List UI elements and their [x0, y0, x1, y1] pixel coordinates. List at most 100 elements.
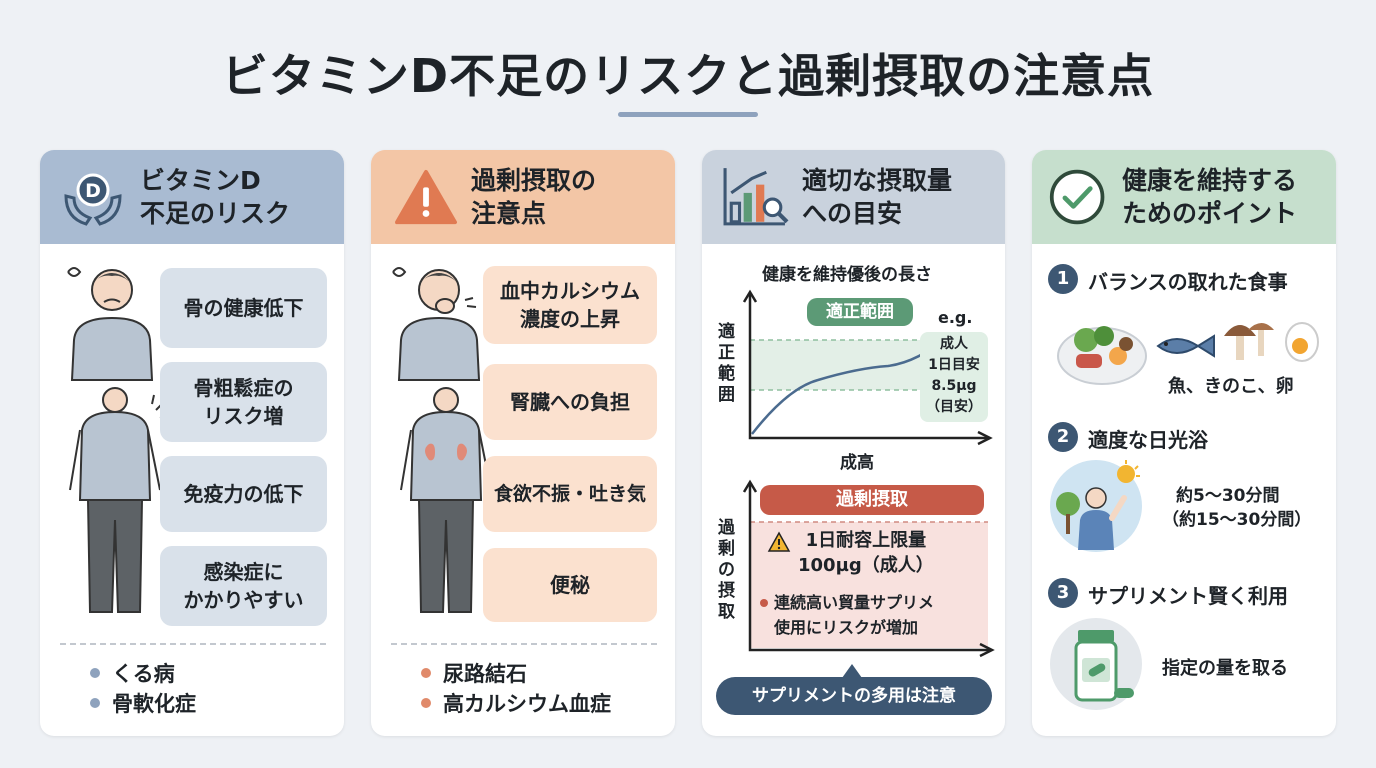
excess-constipation: 便秘 [483, 548, 657, 622]
chart-magnifier-icon [723, 168, 789, 226]
intake-note: 成人 1日目安 8.5µg （目安） [920, 332, 988, 422]
vitamin-d-hands-icon: D [64, 173, 122, 226]
upper-limit-line1: 1日耐容上限量 [805, 530, 927, 551]
bullet-dot [421, 698, 431, 708]
excess-nausea: 食欲不振・吐き気 [483, 456, 657, 532]
tip-caption: 指定の量を取る [1162, 658, 1288, 679]
tip-number: 1 [1048, 264, 1078, 294]
risk-infection-line2: かかりやすい [183, 588, 304, 612]
excess-header-tag: 過剰摂取 [760, 485, 984, 515]
bullet-dot [760, 598, 768, 607]
tips-panel: 健康を維持する ためのポイント 1 バランスの取れた食事 魚、きのこ、卵 2 適… [1032, 150, 1336, 736]
excess-nausea-label: 食欲不振・吐き気 [493, 483, 646, 505]
risk-bone-health: 骨の健康低下 [160, 268, 327, 348]
chart2-ylabel: 過剰の摂取 [718, 518, 735, 622]
egg-icon [1285, 322, 1319, 362]
excess-calcium: 血中カルシウム 濃度の上昇 [483, 266, 657, 344]
excess-title: 過剰摂取の 注意点 [471, 164, 596, 230]
nauseous-person-icon [392, 267, 481, 381]
tip-caption-line2: （約15〜30分間） [1162, 510, 1312, 530]
disease-item: くる病 [90, 658, 175, 688]
deficiency-title-line1: ビタミンD [140, 166, 261, 195]
risk-immunity-label: 免疫力の低下 [183, 482, 304, 506]
disease-label: くる病 [112, 662, 175, 686]
intake-title-line2: への目安 [802, 199, 903, 228]
excess-calcium-line2: 濃度の上昇 [520, 307, 620, 331]
excess-constipation-label: 便秘 [550, 573, 590, 597]
excess-kidney-label: 腎臓への負担 [510, 390, 630, 414]
upper-limit-text: 1日耐容上限量 100µg（成人） [798, 528, 934, 578]
risk-infection: 感染症に かかりやすい [160, 546, 327, 626]
chart2-plot [742, 479, 995, 658]
kidney-person-icon [400, 387, 492, 613]
tip-caption-line1: 約5〜30分間 [1176, 486, 1280, 506]
dizzy-person-icon [67, 267, 154, 381]
tips-title-line2: ためのポイント [1122, 199, 1298, 228]
intake-header: 適切な摂取量 への目安 [702, 150, 1005, 244]
excess-panel: 過剰摂取の 注意点 血中カルシウム 濃度の上昇 腎臓への負担 食欲不振・吐き気 … [371, 150, 675, 736]
intake-title-line1: 適切な摂取量 [802, 166, 953, 195]
note-line: 成人 [940, 336, 968, 352]
risk-osteoporosis-line1: 骨粗鬆症の [193, 376, 294, 400]
tip-label: サプリメント賢く利用 [1088, 584, 1288, 608]
disease-label: 骨軟化症 [112, 692, 196, 716]
tip-number: 3 [1048, 578, 1078, 608]
chart1-xlabel: 成高 [840, 453, 874, 473]
food-plate-icon [1057, 326, 1147, 385]
supplement-warning: 連続高い貿量サプリメ 使用にリスクが増加 [760, 590, 934, 640]
bullet-dot [90, 668, 100, 678]
note-line: 8.5µg [931, 378, 977, 394]
disease-item: 骨軟化症 [90, 688, 196, 718]
chart1-ylabel: 適正範囲 [718, 322, 735, 405]
page-title: ビタミンD不足のリスクと過剰摂取の注意点 [221, 49, 1155, 103]
disease-label: 高カルシウム血症 [443, 692, 611, 716]
back-pain-person-icon [69, 387, 170, 613]
supplement-bottle-icon [1050, 618, 1142, 710]
bullet-dot [421, 668, 431, 678]
warning-line2: 使用にリスクが増加 [774, 618, 919, 637]
excess-title-line2: 注意点 [471, 199, 547, 228]
deficiency-panel: D ビタミンD 不足のリスク 骨の健康低下 骨粗鬆症の リスク増 免疫力の低下 … [40, 150, 344, 736]
fish-icon [1156, 334, 1215, 358]
deficiency-header: D ビタミンD 不足のリスク [40, 150, 344, 244]
tips-title: 健康を維持する ためのポイント [1122, 164, 1297, 230]
excess-calcium-line1: 血中カルシウム [500, 279, 640, 303]
disease-item: 高カルシウム血症 [421, 688, 611, 718]
supplement-callout: サプリメントの多用は注意 [716, 677, 992, 715]
tip-label: バランスの取れた食事 [1088, 270, 1288, 294]
warning-small-icon [767, 531, 791, 552]
tip-caption: 魚、きのこ、卵 [1168, 376, 1294, 397]
title-underline [618, 112, 758, 117]
divider [391, 643, 657, 645]
sun-person-icon [1050, 460, 1142, 552]
upper-limit-line2: 100µg（成人） [798, 555, 934, 576]
deficiency-title: ビタミンD 不足のリスク [140, 164, 290, 230]
disease-item: 尿路結石 [421, 658, 527, 688]
chart2-axes [748, 484, 990, 652]
mushroom-icon [1224, 323, 1274, 360]
divider [60, 643, 326, 645]
appropriate-range-tag: 適正範囲 [807, 298, 913, 326]
tips-header: 健康を維持する ためのポイント [1032, 150, 1336, 244]
chart1-curve [751, 335, 949, 435]
intake-title: 適切な摂取量 への目安 [802, 164, 952, 230]
intake-panel: 適切な摂取量 への目安 健康を維持優後の長さ 適正範囲 適正範囲 e.g. 成人… [702, 150, 1005, 736]
vitamin-d-letter: D [85, 180, 101, 202]
risk-osteoporosis: 骨粗鬆症の リスク増 [160, 362, 327, 442]
risk-osteoporosis-line2: リスク増 [203, 404, 284, 428]
check-circle-icon [1049, 169, 1105, 225]
excess-title-line1: 過剰摂取の [471, 166, 597, 195]
bullet-dot [90, 698, 100, 708]
tips-title-line1: 健康を維持する [1122, 166, 1298, 195]
risk-bone-health-label: 骨の健康低下 [183, 296, 304, 320]
warning-line1: 連続高い貿量サプリメ [774, 593, 935, 612]
risk-infection-line1: 感染症に [203, 560, 284, 584]
risk-immunity: 免疫力の低下 [160, 456, 327, 532]
warning-triangle-icon [395, 169, 457, 225]
disease-label: 尿路結石 [443, 662, 527, 686]
excess-kidney: 腎臓への負担 [483, 364, 657, 440]
tip-caption: 約5〜30分間 （約15〜30分間） [1162, 484, 1311, 532]
eg-label: e.g. [938, 308, 973, 327]
excess-band [750, 522, 988, 648]
deficiency-title-line2: 不足のリスク [140, 199, 291, 228]
